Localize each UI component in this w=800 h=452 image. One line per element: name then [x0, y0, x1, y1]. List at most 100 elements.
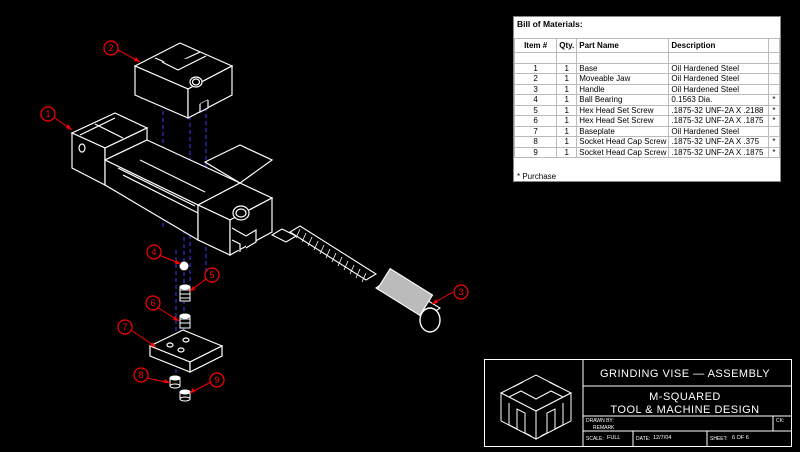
- bom-description: Oil Hardened Steel: [668, 62, 769, 74]
- handle-threads: [295, 228, 367, 283]
- bom-item: 9: [513, 146, 558, 158]
- bom-qty: 1: [556, 94, 578, 106]
- balloons: 1 2 3 4 5 6 7: [40, 40, 469, 388]
- bom-description: .1875-32 UNF-2A X .375: [668, 136, 769, 148]
- bom-description: .1875-32 UNF-2A X .1875: [668, 146, 769, 158]
- bom-header-qty: Qty.: [556, 38, 578, 53]
- balloon-4-label: 4: [151, 247, 156, 257]
- bom-description: 0.1563 Dia.: [668, 94, 769, 106]
- bom-description: .1875-32 UNF-2A X .2188: [668, 104, 769, 116]
- bom-qty: 1: [556, 146, 578, 158]
- balloon-9: 9: [209, 372, 225, 388]
- ck-label: CK:: [776, 418, 785, 424]
- date-value: 12/7/04: [653, 435, 672, 441]
- m-squared-logo: [499, 374, 573, 440]
- leader-arrowheads: [66, 57, 438, 393]
- company-name: M-SQUARED: [649, 391, 721, 403]
- bom-header-part-name: Part Name: [576, 38, 670, 53]
- bom-item: 6: [513, 115, 558, 127]
- balloon-9-label: 9: [214, 375, 219, 385]
- balloon-1-label: 1: [45, 109, 50, 119]
- balloon-8-label: 8: [138, 370, 143, 380]
- bom-part-name: Hex Head Set Screw: [576, 104, 670, 116]
- bom-qty: 1: [556, 104, 578, 116]
- bill-of-materials: Bill of Materials: Item # Qty. Part Name…: [513, 16, 781, 182]
- bom-qty: 1: [556, 136, 578, 148]
- scale-label: SCALE:: [586, 436, 604, 442]
- bom-description: Oil Hardened Steel: [668, 125, 769, 137]
- bom-part-name: Base: [576, 62, 670, 74]
- drawing-title: GRINDING VISE — ASSEMBLY: [599, 368, 771, 380]
- socket-head-screws: [169, 375, 191, 402]
- base-part: [70, 112, 274, 257]
- balloon-2-label: 2: [108, 43, 113, 53]
- bom-part-name: Moveable Jaw: [576, 73, 670, 85]
- bom-part-name: Socket Head Cap Screw: [576, 146, 670, 158]
- remark-label: REMARK: [593, 425, 615, 431]
- bom-header-purchase: [767, 38, 781, 53]
- handle-part: [270, 225, 442, 333]
- bom-purchase-mark: *: [767, 136, 781, 148]
- date-label: DATE:: [636, 436, 651, 442]
- bom-purchase-mark: *: [767, 115, 781, 127]
- bom-purchase-mark: [767, 125, 781, 137]
- bom-item: 1: [513, 62, 558, 74]
- hex-set-screw-5: [179, 284, 191, 302]
- bom-header-description: Description: [668, 38, 769, 53]
- bom-description: .1875-32 UNF-2A X .1875: [668, 115, 769, 127]
- balloon-7: 7: [117, 319, 133, 335]
- bom-qty: 1: [556, 83, 578, 95]
- balloon-3: 3: [453, 284, 469, 300]
- drawn-by-label: DRAWN BY:: [586, 418, 614, 424]
- bom-title: Bill of Materials:: [517, 19, 583, 29]
- bom-purchase-mark: [767, 62, 781, 74]
- bom-purchase-mark: *: [767, 146, 781, 158]
- bom-qty: 1: [556, 62, 578, 74]
- title-block: GRINDING VISE — ASSEMBLY M-SQUARED TOOL …: [484, 359, 792, 447]
- bom-part-name: Handle: [576, 83, 670, 95]
- bom-item: 2: [513, 73, 558, 85]
- bom-part-name: Hex Head Set Screw: [576, 115, 670, 127]
- ball-bearing-part: [179, 261, 189, 271]
- company-subtitle: TOOL & MACHINE DESIGN: [610, 404, 760, 416]
- balloon-2: 2: [103, 40, 119, 56]
- balloon-3-label: 3: [458, 287, 463, 297]
- bom-item: 4: [513, 94, 558, 106]
- scale-value: FULL: [607, 435, 621, 441]
- balloon-6-label: 6: [150, 298, 155, 308]
- bom-header-row: Item # Qty. Part Name Description: [513, 38, 781, 53]
- title-block-grid: [582, 360, 791, 446]
- balloon-7-label: 7: [122, 322, 127, 332]
- bom-part-name: Ball Bearing: [576, 94, 670, 106]
- bom-purchase-mark: *: [767, 94, 781, 106]
- bom-purchase-mark: [767, 73, 781, 85]
- sheet-value: 6 OF 6: [732, 435, 749, 441]
- bom-item: 3: [513, 83, 558, 95]
- bom-purchase-mark: [767, 83, 781, 95]
- bom-header-item: Item #: [513, 38, 558, 53]
- balloon-6: 6: [145, 295, 161, 311]
- bom-part-name: Baseplate: [576, 125, 670, 137]
- bom-footnote: * Purchase: [517, 172, 557, 181]
- balloon-1: 1: [40, 106, 56, 122]
- bom-purchase-mark: *: [767, 104, 781, 116]
- moveable-jaw-part: [133, 42, 234, 119]
- bom-qty: 1: [556, 73, 578, 85]
- sheet-label: SHEET:: [710, 436, 728, 442]
- balloon-5: 5: [204, 267, 220, 283]
- bom-part-name: Socket Head Cap Screw: [576, 136, 670, 148]
- balloon-8: 8: [133, 367, 149, 383]
- bom-item: 7: [513, 125, 558, 137]
- bom-qty: 1: [556, 125, 578, 137]
